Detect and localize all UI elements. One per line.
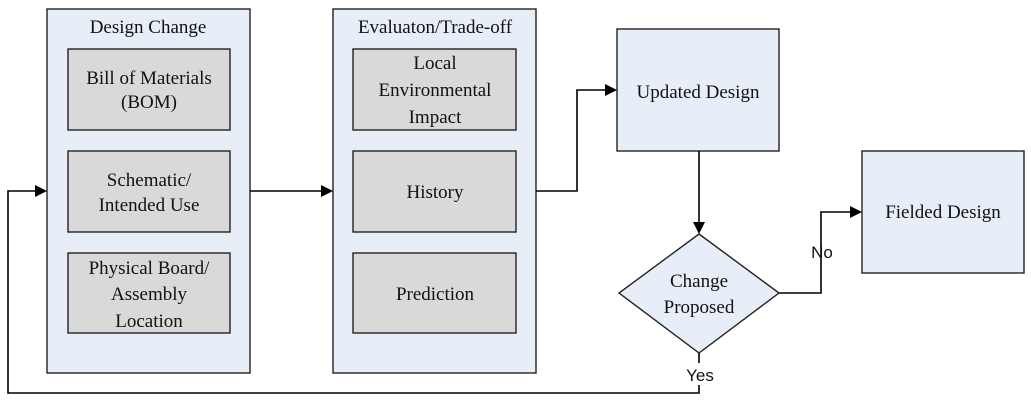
schematic-label-line-2: Intended Use	[99, 195, 200, 216]
physical-board-box: Physical Board/ Assembly Location	[67, 252, 231, 334]
bom-label-line-2: (BOM)	[121, 92, 177, 113]
local-impact-line-2: Environmental	[379, 80, 492, 101]
yes-label: Yes	[686, 366, 714, 385]
change-proposed-diamond: Change Proposed	[617, 233, 781, 354]
fielded-design-box: Fielded Design	[861, 150, 1025, 274]
history-box: History	[352, 150, 517, 233]
fielded-design-label: Fielded Design	[885, 202, 1001, 223]
bom-box: Bill of Materials (BOM)	[67, 48, 231, 131]
yes-label-background	[682, 363, 718, 385]
local-impact-box: Local Environmental Impact	[352, 48, 517, 131]
physical-label-line-2: Assembly	[111, 284, 188, 305]
history-label: History	[407, 182, 465, 203]
evaluation-title: Evaluaton/Trade-off	[358, 17, 513, 38]
local-impact-line-3: Impact	[409, 107, 462, 128]
arrowhead-icon	[35, 185, 47, 197]
bom-label-line-1: Bill of Materials	[86, 68, 212, 89]
design-change-title: Design Change	[90, 17, 207, 38]
connector-decision-feedback: Yes	[7, 185, 718, 394]
prediction-box: Prediction	[352, 252, 517, 334]
schematic-label-line-1: Schematic/	[107, 170, 192, 191]
physical-label-line-3: Location	[115, 311, 183, 332]
physical-label-line-1: Physical Board/	[89, 258, 211, 279]
local-impact-line-1: Local	[413, 53, 456, 74]
schematic-box: Schematic/ Intended Use	[67, 150, 231, 233]
arrowhead-icon	[850, 206, 862, 218]
decision-label-line-1: Change	[670, 271, 728, 292]
connector-decision-to-fielded: No	[779, 206, 862, 294]
updated-design-label: Updated Design	[637, 82, 760, 103]
connector-design-to-evaluation	[250, 185, 333, 197]
arrowhead-icon	[693, 222, 705, 234]
prediction-label: Prediction	[396, 284, 475, 305]
arrowhead-icon	[321, 185, 333, 197]
decision-label-line-2: Proposed	[664, 297, 735, 318]
no-label: No	[811, 243, 833, 262]
connector-updated-to-decision	[693, 151, 705, 234]
arrowhead-icon	[605, 84, 617, 96]
updated-design-box: Updated Design	[616, 28, 780, 152]
connector-evaluation-to-updated	[536, 84, 617, 192]
